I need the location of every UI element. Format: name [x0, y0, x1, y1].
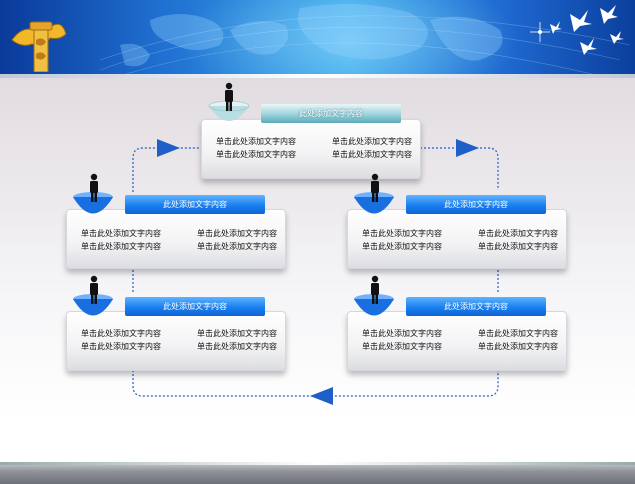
- node-text-row: 单击此处添加文字内容 单击此处添加文字内容: [81, 228, 277, 239]
- node-text-row: 单击此处添加文字内容 单击此处添加文字内容: [362, 328, 558, 339]
- arrow-right-icon: [456, 139, 479, 157]
- node-text: 单击此处添加文字内容: [332, 150, 412, 159]
- process-node-middle-left: 单击此处添加文字内容 单击此处添加文字内容 单击此处添加文字内容 单击此处添加文…: [66, 209, 286, 269]
- process-node-top: 单击此处添加文字内容 单击此处添加文字内容 单击此处添加文字内容 单击此处添加文…: [201, 119, 421, 179]
- node-text: 单击此处添加文字内容: [478, 342, 558, 351]
- node-text: 单击此处添加文字内容: [197, 242, 277, 251]
- process-node-bottom-right: 单击此处添加文字内容 单击此处添加文字内容 单击此处添加文字内容 单击此处添加文…: [347, 311, 567, 371]
- huabiao-pillar-icon: [11, 21, 67, 72]
- header-banner: [0, 0, 635, 76]
- person-icon: [225, 82, 233, 111]
- node-text: 单击此处添加文字内容: [81, 342, 161, 351]
- node-text-row: 单击此处添加文字内容 单击此处添加文字内容: [362, 241, 558, 252]
- connector-top-right: [420, 147, 499, 190]
- node-title: 此处添加文字内容: [261, 104, 401, 123]
- node-text-row: 单击此处添加文字内容 单击此处添加文字内容: [362, 341, 558, 352]
- node-text: 单击此处添加文字内容: [197, 342, 277, 351]
- node-title: 此处添加文字内容: [125, 195, 265, 214]
- doves-icon: [530, 5, 624, 55]
- node-text: 单击此处添加文字内容: [362, 329, 442, 338]
- person-icon: [90, 173, 98, 202]
- process-node-middle-right: 单击此处添加文字内容 单击此处添加文字内容 单击此处添加文字内容 单击此处添加文…: [347, 209, 567, 269]
- process-node-bottom-left: 单击此处添加文字内容 单击此处添加文字内容 单击此处添加文字内容 单击此处添加文…: [66, 311, 286, 371]
- node-text-row: 单击此处添加文字内容 单击此处添加文字内容: [81, 341, 277, 352]
- node-text: 单击此处添加文字内容: [332, 137, 412, 146]
- node-text: 单击此处添加文字内容: [362, 342, 442, 351]
- node-text: 单击此处添加文字内容: [478, 329, 558, 338]
- person-icon: [371, 275, 379, 304]
- node-text-row: 单击此处添加文字内容 单击此处添加文字内容: [81, 241, 277, 252]
- node-title: 此处添加文字内容: [406, 297, 546, 316]
- node-text-row: 单击此处添加文字内容 单击此处添加文字内容: [362, 228, 558, 239]
- node-text: 单击此处添加文字内容: [216, 137, 296, 146]
- bowl-icon: [73, 192, 113, 214]
- arrow-left-icon: [310, 387, 333, 405]
- world-map-icon: [99, 4, 631, 76]
- node-title: 此处添加文字内容: [125, 297, 265, 316]
- person-icon: [371, 173, 379, 202]
- node-text: 单击此处添加文字内容: [81, 329, 161, 338]
- banner-divider: [0, 74, 635, 78]
- person-icon: [90, 275, 98, 304]
- node-text: 单击此处添加文字内容: [362, 242, 442, 251]
- node-text: 单击此处添加文字内容: [81, 242, 161, 251]
- arrow-right-icon: [157, 139, 180, 157]
- node-text: 单击此处添加文字内容: [81, 229, 161, 238]
- footer-bar: [0, 462, 635, 484]
- node-text: 单击此处添加文字内容: [216, 150, 296, 159]
- node-text: 单击此处添加文字内容: [197, 229, 277, 238]
- banner-glow: [180, 0, 520, 76]
- connector-top-left: [132, 147, 200, 192]
- node-text-row: 单击此处添加文字内容 单击此处添加文字内容: [216, 136, 412, 147]
- node-text: 单击此处添加文字内容: [478, 229, 558, 238]
- node-title: 此处添加文字内容: [406, 195, 546, 214]
- node-text: 单击此处添加文字内容: [478, 242, 558, 251]
- connector-bottom: [132, 370, 499, 397]
- node-text: 单击此处添加文字内容: [362, 229, 442, 238]
- bowl-icon: [208, 100, 250, 121]
- node-text: 单击此处添加文字内容: [197, 329, 277, 338]
- node-text-row: 单击此处添加文字内容 单击此处添加文字内容: [81, 328, 277, 339]
- node-text-row: 单击此处添加文字内容 单击此处添加文字内容: [216, 149, 412, 160]
